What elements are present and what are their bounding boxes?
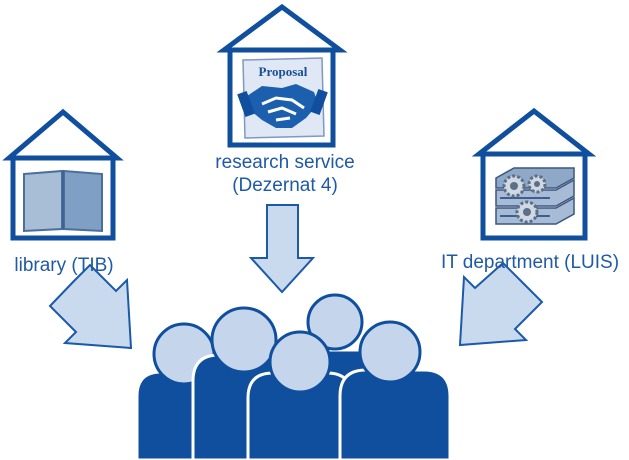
research-service-label: research service (Dezernat 4) bbox=[190, 151, 380, 197]
it-department-building bbox=[471, 107, 597, 241]
proposal-text: Proposal bbox=[259, 64, 308, 79]
server-gears-icon bbox=[495, 167, 575, 225]
arrow-from-library bbox=[48, 263, 133, 350]
arrow-down bbox=[248, 204, 316, 294]
handshake-icon bbox=[237, 84, 328, 128]
research-service-building: Proposal bbox=[216, 3, 348, 148]
research-service-subname: (Dezernat 4) bbox=[232, 175, 338, 196]
it-department-label: IT department (LUIS) bbox=[440, 252, 620, 273]
library-building bbox=[2, 108, 124, 241]
arrow-from-it bbox=[458, 261, 544, 347]
people-group-icon bbox=[135, 293, 452, 460]
library-label: library (TIB) bbox=[14, 255, 114, 276]
research-service-name: research service bbox=[215, 152, 355, 173]
book-icon bbox=[23, 169, 103, 233]
